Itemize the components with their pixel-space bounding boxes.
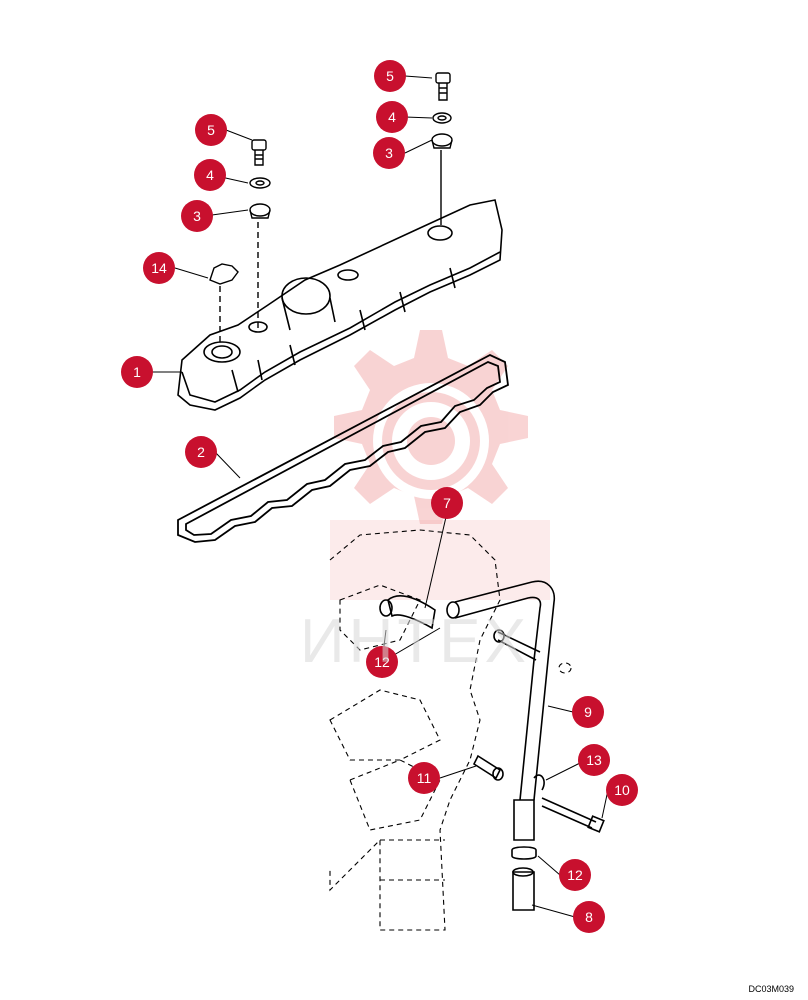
callout-14: 14 [143,252,175,284]
callout-4-left: 4 [194,159,226,191]
callout-3-left: 3 [181,200,213,232]
svg-text:14: 14 [151,260,167,276]
svg-text:10: 10 [614,782,630,798]
callout-8: 8 [573,901,605,933]
gasket [177,353,509,543]
left-hardware [209,139,271,345]
callout-1: 1 [121,356,153,388]
rocker-cover [177,199,503,411]
svg-text:3: 3 [385,145,393,161]
callout-10: 10 [606,774,638,806]
watermark-text: ИНТЕХ [300,607,530,676]
svg-text:13: 13 [586,752,602,768]
svg-text:12: 12 [567,867,583,883]
svg-text:11: 11 [417,770,432,786]
svg-text:9: 9 [584,704,592,720]
svg-text:4: 4 [388,109,396,125]
callout-4-right: 4 [376,101,408,133]
svg-text:5: 5 [207,122,215,138]
callout-5-left: 5 [195,114,227,146]
callout-12-lower: 12 [559,859,591,891]
breather-pipe [454,580,605,911]
drawing-code: DC03M039 [748,984,794,994]
svg-text:3: 3 [193,208,201,224]
svg-text:12: 12 [374,654,390,670]
callout-13: 13 [578,744,610,776]
svg-text:5: 5 [386,68,394,84]
right-hardware [431,72,453,225]
callout-7: 7 [431,487,463,519]
callout-9: 9 [572,696,604,728]
callout-12-upper: 12 [366,646,398,678]
svg-text:2: 2 [197,444,205,460]
callout-3-right: 3 [373,137,405,169]
svg-text:7: 7 [443,495,451,511]
callout-11: 11 [408,762,440,794]
callout-2: 2 [185,436,217,468]
svg-text:8: 8 [585,909,593,925]
breather-hose [379,595,460,630]
callout-5-right: 5 [374,60,406,92]
svg-text:1: 1 [133,364,141,380]
engine-outline [329,529,572,931]
svg-text:4: 4 [206,167,214,183]
